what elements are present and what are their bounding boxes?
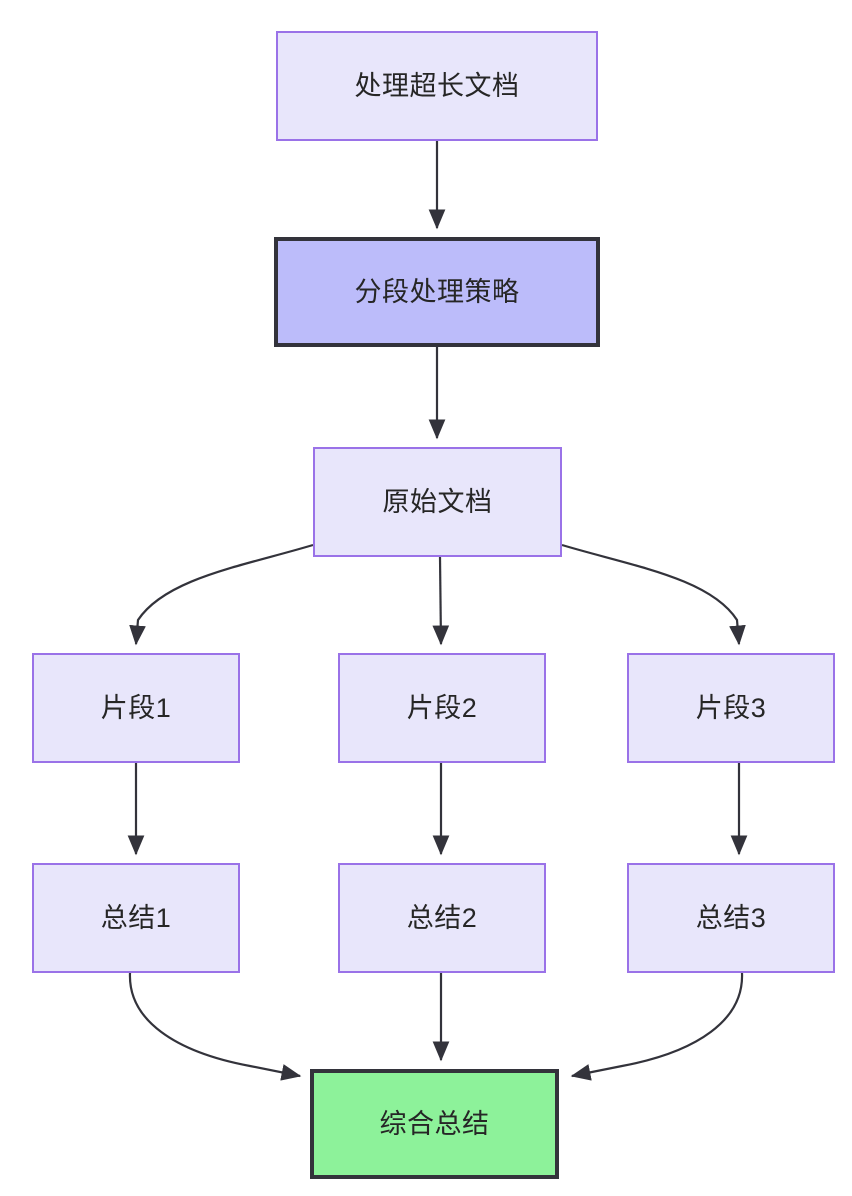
edge-n3-n4	[129, 543, 314, 646]
edge-n3-n6	[561, 543, 746, 646]
node-summary-1[interactable]: 总结1	[32, 863, 240, 973]
node-comprehensive-summary[interactable]: 综合总结	[310, 1069, 559, 1179]
node-segment-1[interactable]: 片段1	[32, 653, 240, 763]
node-summary-2[interactable]: 总结2	[338, 863, 546, 973]
node-label: 片段3	[695, 692, 767, 723]
node-label: 综合总结	[379, 1108, 490, 1139]
node-process-long-document[interactable]: 处理超长文档	[276, 31, 598, 141]
node-label: 片段1	[100, 692, 172, 723]
node-label: 处理超长文档	[354, 70, 520, 101]
node-segment-3[interactable]: 片段3	[627, 653, 835, 763]
node-chunking-strategy[interactable]: 分段处理策略	[274, 237, 600, 347]
node-segment-2[interactable]: 片段2	[338, 653, 546, 763]
node-label: 总结3	[695, 902, 767, 933]
edge-n7-n10	[128, 972, 302, 1081]
edge-n9-n10	[570, 972, 744, 1081]
edge-n3-n5	[432, 556, 450, 646]
node-original-document[interactable]: 原始文档	[313, 447, 562, 557]
node-label: 总结1	[100, 902, 172, 933]
node-label: 片段2	[406, 692, 478, 723]
node-label: 总结2	[406, 902, 478, 933]
node-summary-3[interactable]: 总结3	[627, 863, 835, 973]
node-label: 分段处理策略	[354, 276, 520, 307]
node-label: 原始文档	[382, 486, 493, 517]
